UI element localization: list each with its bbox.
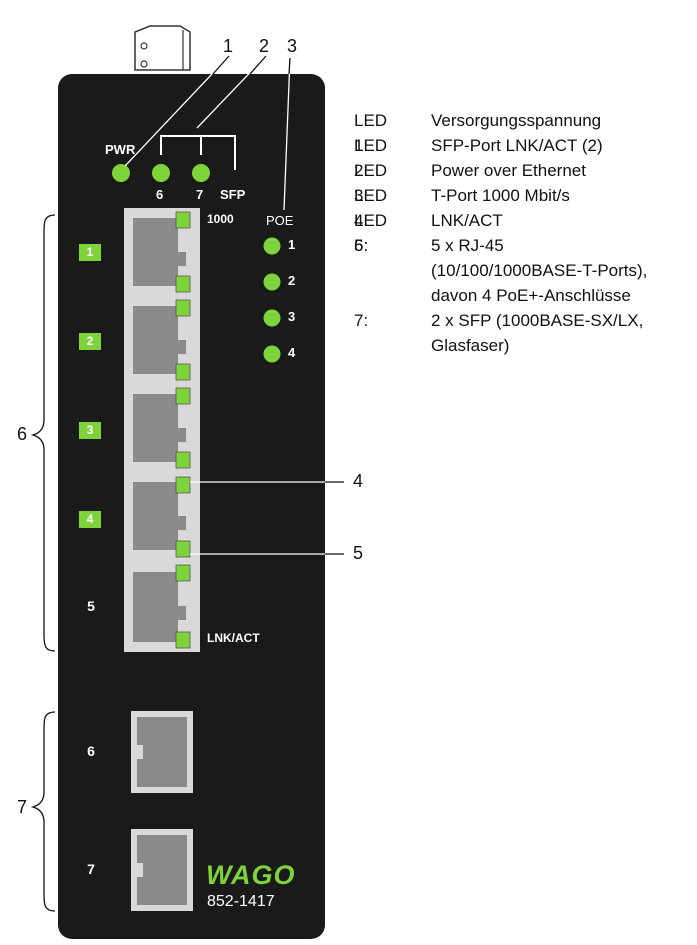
wago-logo: WAGO: [206, 860, 296, 890]
port-number-2: 2: [79, 333, 101, 350]
leader-line-1: [124, 55, 230, 167]
port-number-1: 1: [79, 244, 101, 261]
legend-key: LED 2:: [354, 136, 388, 180]
poe-number-4: 4: [288, 345, 296, 360]
leader-line-3-outside: [288, 57, 291, 75]
rj45-port-2: [133, 299, 191, 381]
legend-key: LED 3:: [354, 161, 388, 205]
callout-2: 2: [259, 36, 270, 56]
din-rail-clip: [134, 25, 191, 71]
sfp-led-7: [192, 164, 210, 182]
legend-value: 2 x SFP (1000BASE-SX/LX,: [431, 311, 644, 330]
legend-value: T-Port 1000 Mbit/s: [431, 186, 570, 205]
legend-value: LNK/ACT: [431, 211, 503, 230]
poe-led-1: [263, 237, 281, 255]
callout-5: 5: [353, 543, 364, 563]
poe-number-2: 2: [288, 273, 296, 288]
legend-key: LED 4:: [354, 186, 388, 230]
poe-led-2: [263, 273, 281, 291]
model-number: 852-1417: [207, 893, 275, 910]
port-number-5: 5: [87, 598, 95, 614]
sfp-port-7: [131, 829, 193, 911]
lnkact-label: LNK/ACT: [207, 631, 260, 645]
pwr-led: [112, 164, 130, 182]
poe-label: POE: [266, 213, 294, 228]
rj45-port-5: [133, 564, 191, 649]
port-number-3: 3: [79, 422, 101, 439]
poe-led-4: [263, 345, 281, 363]
leader-line-3: [283, 57, 291, 211]
pwr-label: PWR: [105, 142, 136, 157]
callout-3: 3: [287, 36, 298, 56]
legend-value: Versorgungsspannung: [431, 111, 602, 130]
port-number-4: 4: [79, 511, 101, 528]
legend-key: LED 1:: [354, 111, 388, 155]
rj45-port-block: [124, 208, 200, 652]
brace-6: [30, 214, 56, 652]
rj45-port-1: [133, 211, 191, 293]
callout-6: 6: [17, 424, 28, 444]
sfp-label: SFP: [220, 187, 246, 202]
legend-key: 6:: [354, 236, 369, 255]
sfp-led-6: [152, 164, 170, 182]
poe-number-3: 3: [288, 309, 296, 324]
sfp-led-bracket: [160, 135, 236, 170]
brace-7: [30, 711, 56, 912]
poe-number-1: 1: [288, 237, 296, 252]
sfp-port-6: [131, 711, 193, 793]
leader-line-2-outside: [249, 55, 267, 75]
sfp-led-number-7: 7: [196, 187, 204, 202]
sfp-led-number-6: 6: [156, 187, 164, 202]
legend-value: Glasfaser): [431, 336, 510, 355]
rj45-port-3: [133, 387, 191, 469]
leader-line-1-outside: [212, 55, 230, 75]
legend-value: 5 x RJ-45: [431, 236, 504, 255]
rj45-port-4: [133, 476, 191, 558]
poe-led-3: [263, 309, 281, 327]
speed-label: 1000: [207, 212, 234, 226]
callout-4: 4: [353, 471, 364, 491]
callout-7: 7: [17, 797, 28, 817]
sfp-port-number-7: 7: [87, 861, 95, 877]
legend-value: Power over Ethernet: [431, 161, 586, 180]
legend-value: davon 4 PoE+-Anschlüsse: [431, 286, 631, 305]
legend-key: LED 5:: [354, 211, 388, 255]
legend-key: 7:: [354, 311, 369, 330]
callout-1: 1: [223, 36, 234, 56]
legend-value: SFP-Port LNK/ACT (2): [431, 136, 603, 155]
legend-value: (10/100/1000BASE-T-Ports),: [431, 261, 648, 280]
sfp-port-number-6: 6: [87, 743, 95, 759]
